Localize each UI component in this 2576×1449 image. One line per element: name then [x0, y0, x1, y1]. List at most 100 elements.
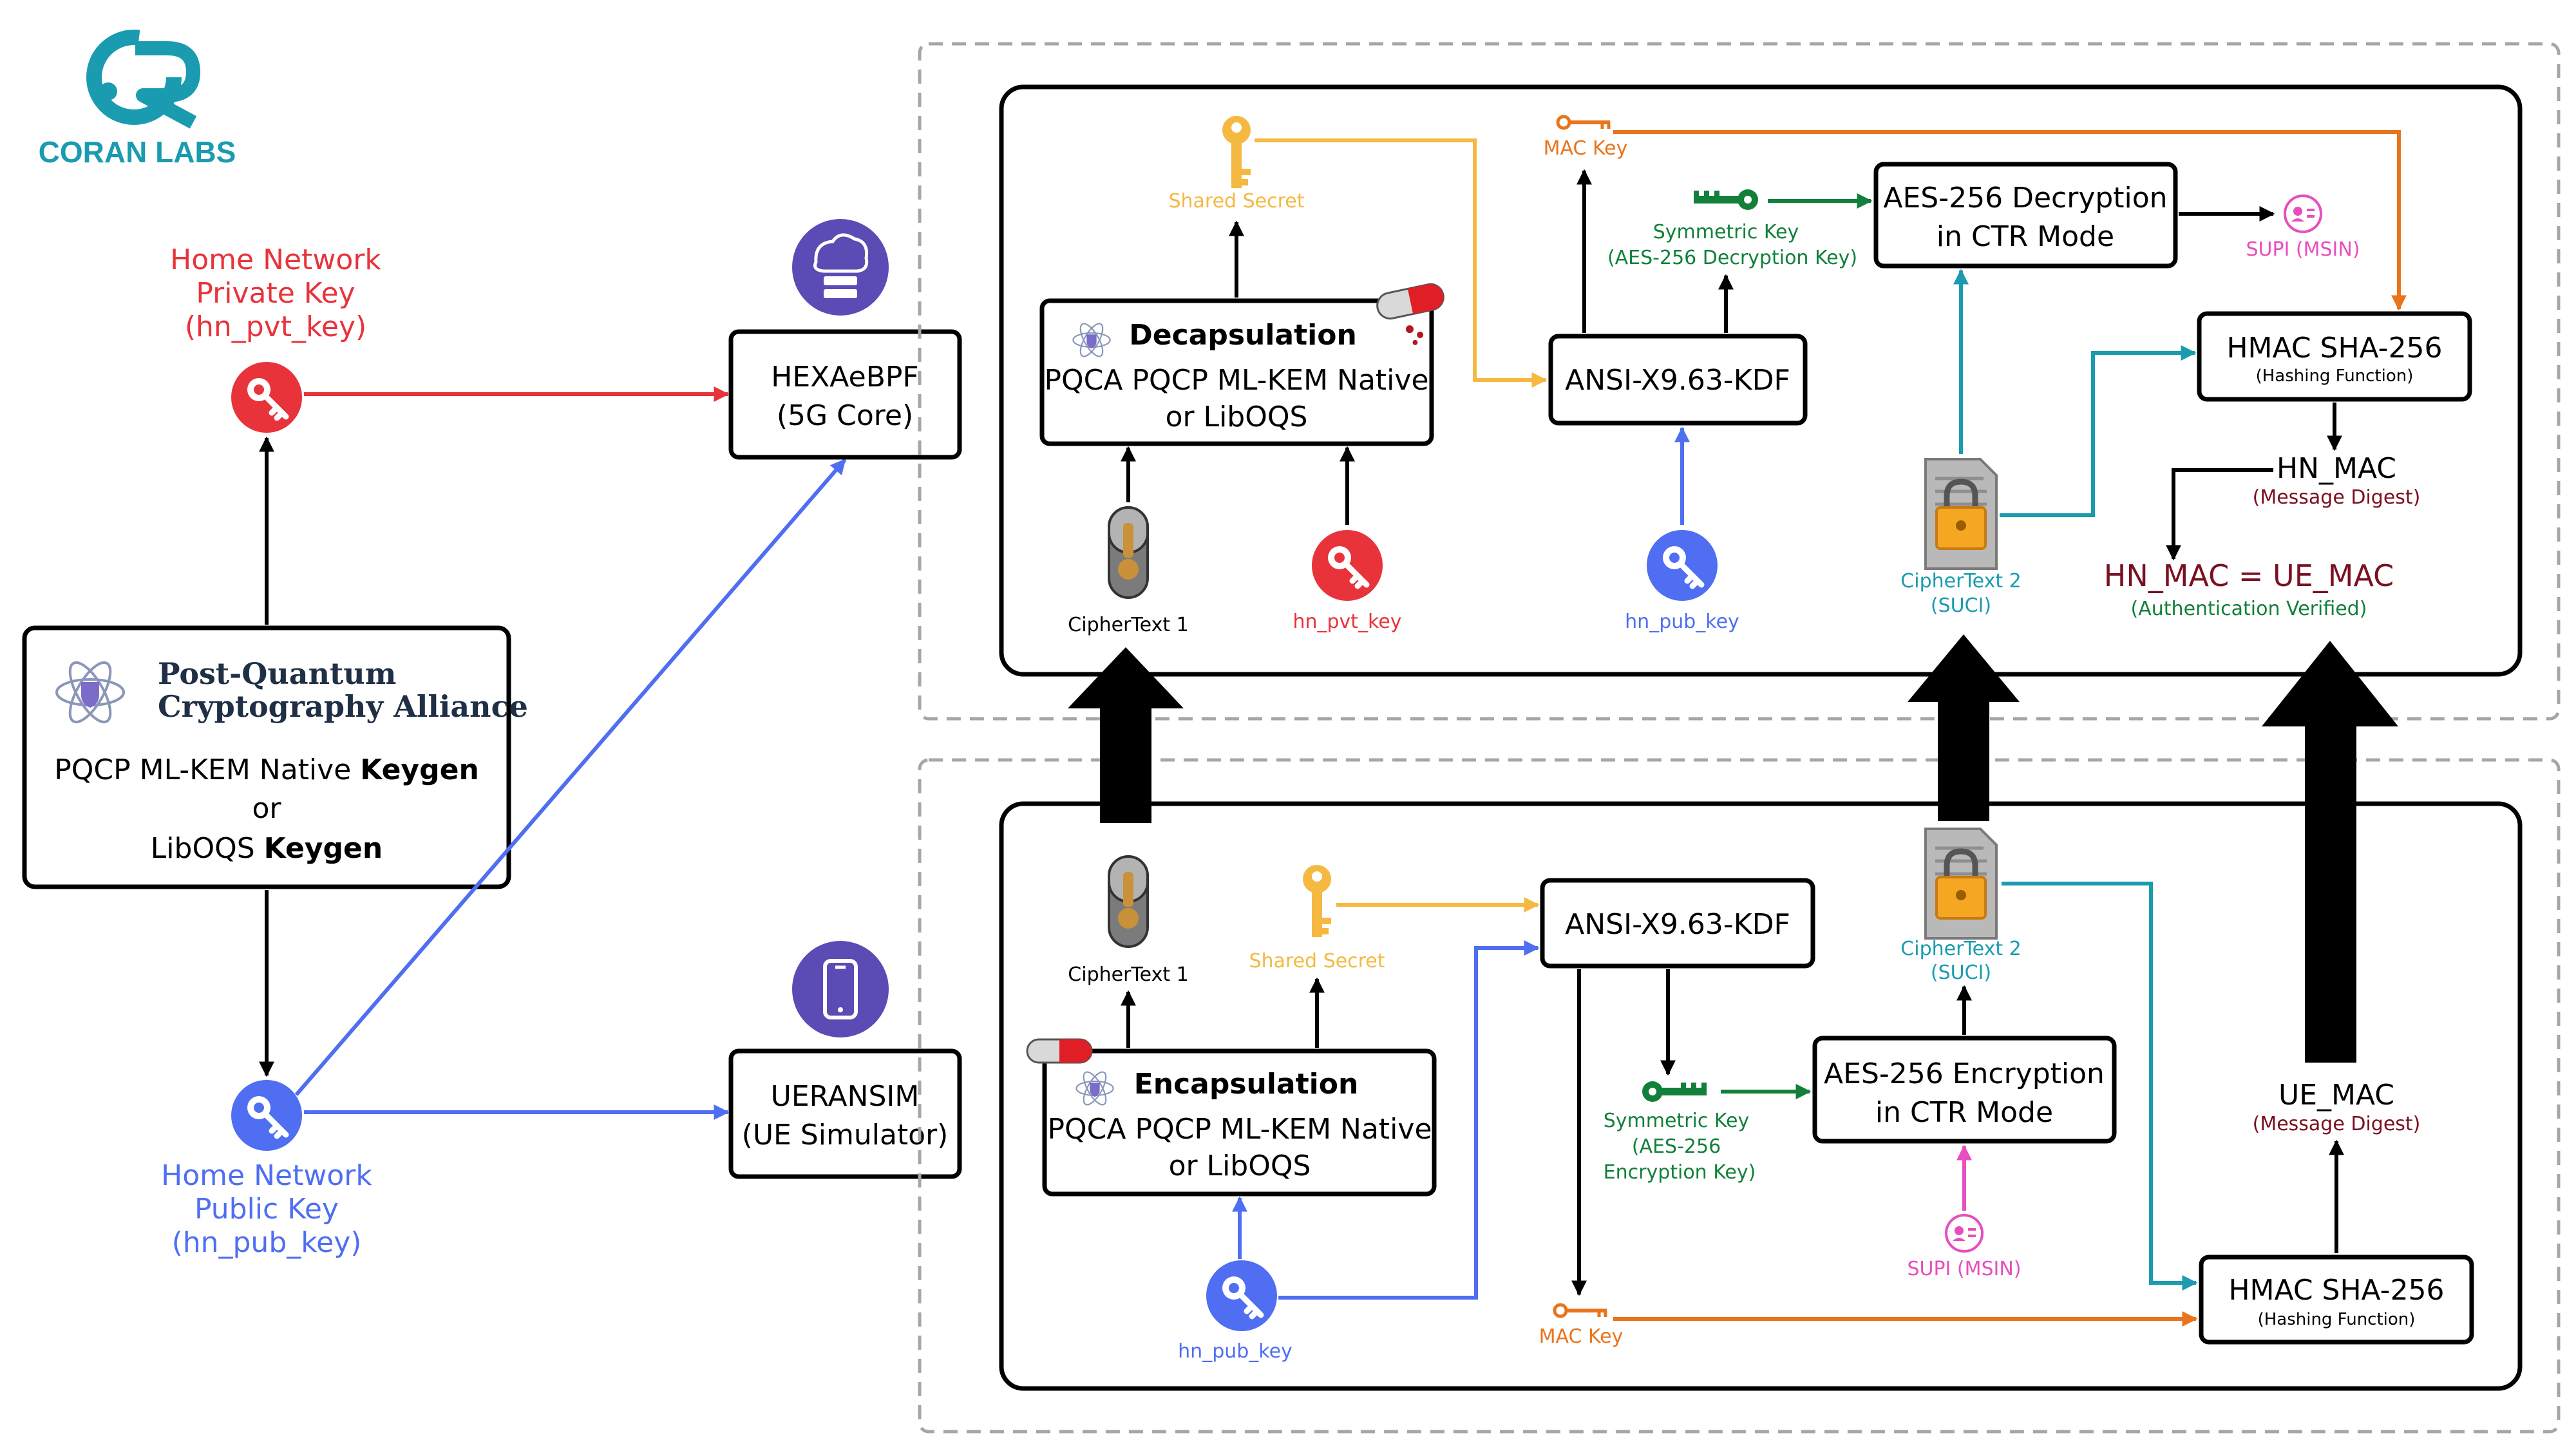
decap-supi-icon [2284, 194, 2322, 233]
ue-phone-icon [792, 941, 889, 1037]
encap-hmac-sub: (Hashing Function) [2258, 1310, 2416, 1329]
svg-text:Private Key: Private Key [196, 277, 355, 310]
svg-text:Home Network: Home Network [170, 243, 381, 276]
hexaebpf-box [728, 329, 962, 460]
arrow-ue-mac-transfer [2262, 641, 2398, 1063]
aes-encryption-line2: in CTR Mode [1875, 1096, 2053, 1129]
decap-hn-pub-key-label: hn_pub_key [1625, 611, 1739, 633]
home-network-private-key-label: Home Network Private Key (hn_pvt_key) [170, 243, 381, 343]
encap-shared-secret-label: Shared Secret [1249, 950, 1385, 972]
encap-ciphertext2-icon [1926, 829, 1996, 938]
ue-mac-sub: (Message Digest) [2253, 1113, 2421, 1135]
arrow-public-key-to-core [294, 459, 847, 1096]
decap-kdf-title: ANSI-X9.63-KDF [1565, 364, 1790, 397]
verify-sub: (Authentication Verified) [2131, 598, 2367, 620]
decap-ciphertext2-line2: (SUCI) [1931, 594, 1991, 617]
encap-title: Encapsulation [1134, 1068, 1359, 1101]
encap-supi-label: SUPI (MSIN) [1907, 1258, 2021, 1280]
ueransim-subtitle: (UE Simulator) [742, 1119, 949, 1151]
svg-text:Public Key: Public Key [194, 1193, 339, 1226]
encap-shared-secret-icon [1303, 865, 1331, 937]
pqca-org-line2: Cryptography Alliance [158, 689, 528, 724]
decap-hn-pvt-key-label: hn_pvt_key [1293, 611, 1401, 633]
encap-hn-pub-key-icon [1206, 1260, 1277, 1331]
encap-kdf-box [1540, 878, 1815, 969]
arrow-ciphertext1-transfer [1068, 647, 1184, 823]
decap-ciphertext1-label: CipherText 1 [1068, 614, 1188, 636]
decap-hmac-sub: (Hashing Function) [2256, 366, 2414, 386]
decap-shared-secret-label: Shared Secret [1168, 190, 1304, 213]
decap-mac-key-label: MAC Key [1544, 137, 1628, 160]
decap-title: Decapsulation [1129, 319, 1357, 352]
hn-mac-sub: (Message Digest) [2253, 486, 2421, 509]
arrow-hn-mac-to-verify [2166, 468, 2273, 561]
decap-ciphertext1-icon [1108, 506, 1149, 599]
decap-pill-icon [1376, 283, 1444, 345]
ueransim-box [728, 1048, 962, 1179]
decap-mac-key-icon [1556, 115, 1611, 130]
encap-sym-key-line3: Encryption Key) [1604, 1161, 1756, 1184]
pqca-keygen-line1: PQCP ML-KEM Native Keygen [54, 753, 479, 786]
logo-text: CORAN LABS [39, 135, 236, 169]
decap-hn-pvt-key-icon [1312, 530, 1383, 601]
decap-symmetric-key-icon [1694, 189, 1758, 210]
pqca-keygen-box [22, 625, 511, 889]
encap-hmac-title: HMAC SHA-256 [2228, 1274, 2444, 1307]
encap-line2: or LibOQS [1169, 1150, 1311, 1182]
aes-decryption-line1: AES-256 Decryption [1883, 182, 2167, 214]
svg-text:(hn_pvt_key): (hn_pvt_key) [185, 310, 366, 343]
svg-text:(hn_pub_key): (hn_pub_key) [172, 1226, 362, 1259]
encap-mac-key-label: MAC Key [1539, 1325, 1624, 1348]
coran-labs-logo: CORAN LABS [39, 30, 236, 169]
decap-supi-label: SUPI (MSIN) [2246, 238, 2360, 261]
arrow-pubkey-to-encap-kdf [1278, 940, 1540, 1300]
pqca-keygen-line2: LibOQS Keygen [151, 832, 383, 865]
encap-sym-key-line2: (AES-256 [1632, 1135, 1721, 1158]
ue-group-outline [918, 758, 2561, 1434]
decap-line2: or LibOQS [1166, 401, 1308, 433]
aes-decryption-line2: in CTR Mode [1937, 220, 2114, 253]
encap-hn-pub-key-label: hn_pub_key [1178, 1340, 1293, 1363]
home-network-public-key-label: Home Network Public Key (hn_pub_key) [161, 1159, 372, 1259]
verify-label: HN_MAC = UE_MAC [2104, 558, 2394, 593]
public-key-icon [231, 1080, 302, 1151]
arrow-mac-key-to-hmac [1613, 130, 2407, 311]
encap-kdf-title: ANSI-X9.63-KDF [1565, 908, 1790, 941]
encapsulation-box [1042, 1048, 1437, 1197]
svg-text:Home Network: Home Network [161, 1159, 372, 1192]
decap-hmac-title: HMAC SHA-256 [2226, 332, 2442, 365]
aes-encryption-box [1812, 1036, 2117, 1144]
encap-ciphertext2-line1: CipherText 2 [1900, 938, 2021, 960]
encap-supi-icon [1945, 1214, 1984, 1253]
aes-decryption-box [1873, 162, 2178, 269]
decap-hmac-box [2197, 311, 2472, 402]
hexaebpf-subtitle: (5G Core) [777, 399, 913, 432]
core-network-icon [792, 219, 889, 316]
decap-sym-key-line2: (AES-256 Decryption Key) [1607, 247, 1857, 269]
decap-line1: PQCA PQCP ML-KEM Native [1044, 364, 1428, 397]
decap-sym-key-line1: Symmetric Key [1653, 221, 1799, 243]
hexaebpf-title: HEXAeBPF [771, 361, 918, 393]
encap-sym-key-line1: Symmetric Key [1604, 1110, 1750, 1132]
pqca-org-line1: Post-Quantum [158, 656, 396, 691]
aes-encryption-line1: AES-256 Encryption [1824, 1057, 2105, 1090]
encap-mac-key-icon [1553, 1303, 1607, 1318]
decap-hn-pub-key-icon [1647, 530, 1718, 601]
encap-ciphertext1-icon [1108, 855, 1149, 948]
pqca-or: or [252, 792, 281, 825]
encap-ciphertext1-label: CipherText 1 [1068, 963, 1188, 986]
private-key-icon [231, 362, 302, 433]
decap-ciphertext2-line1: CipherText 2 [1900, 570, 2021, 592]
encap-panel [999, 801, 2523, 1391]
shared-secret-icon [1222, 116, 1251, 188]
core-group-outline [918, 42, 2561, 721]
arrow-shared-secret-to-kdf [1255, 138, 1548, 388]
decapsulation-box [1039, 298, 1434, 446]
decap-panel [999, 84, 2523, 677]
hn-mac-label: HN_MAC [2277, 452, 2396, 485]
arrow-ciphertext2-transfer [1908, 634, 2020, 821]
ue-mac-label: UE_MAC [2278, 1079, 2394, 1112]
encap-symmetric-key-icon [1642, 1081, 1707, 1102]
encap-pill-icon [1026, 1038, 1093, 1064]
